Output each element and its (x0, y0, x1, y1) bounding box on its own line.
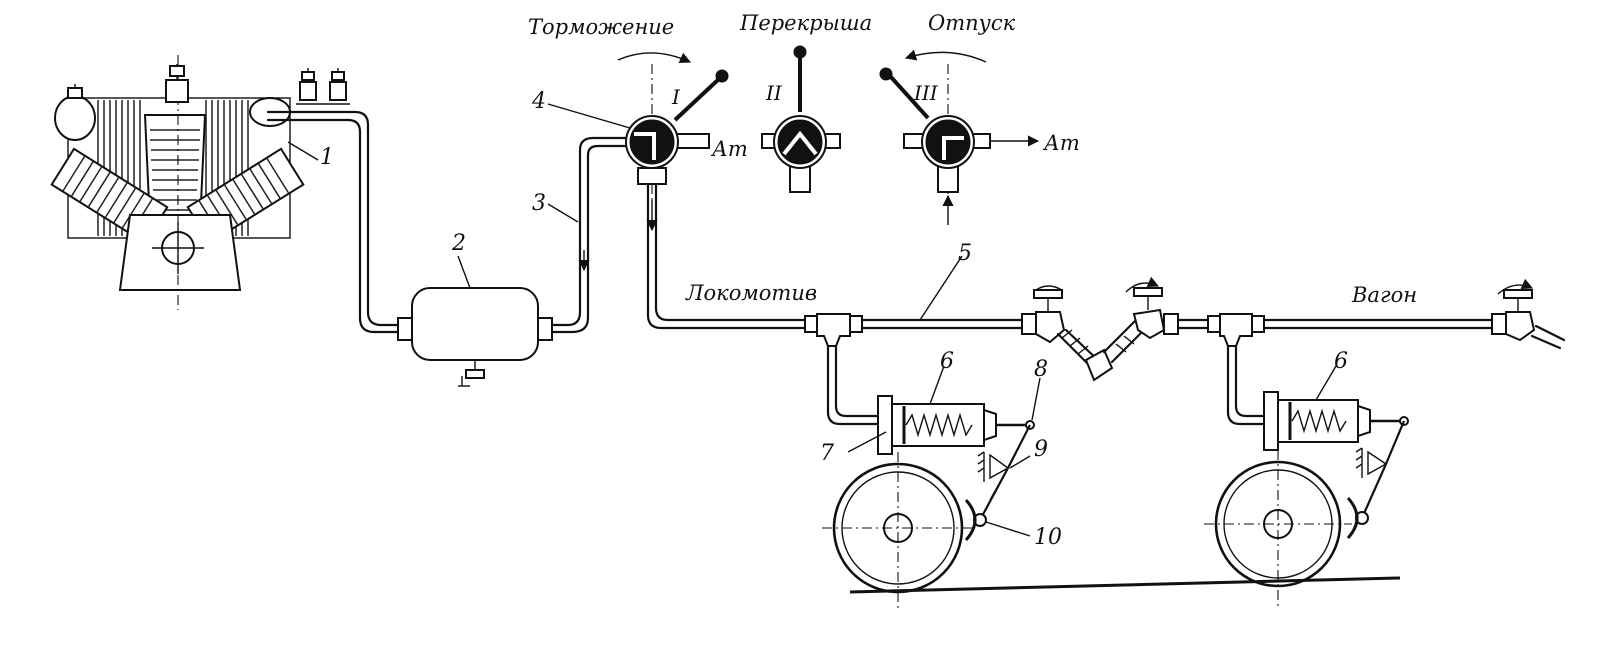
callout-1: 1 (320, 145, 334, 170)
valve-caps (296, 68, 350, 105)
atmosphere-label-release: Ат (1042, 131, 1080, 155)
car-brake-rigging (1346, 416, 1409, 540)
callout-6-car: 6 (1334, 349, 1348, 374)
pipe-reservoir-to-valve (550, 136, 627, 327)
position-one-label: I (671, 85, 681, 109)
drain-valve (465, 369, 485, 379)
section-car-label: Вагон (1351, 283, 1417, 307)
leader-lines (287, 103, 1337, 537)
car-tee (1207, 313, 1265, 347)
car-end-cock (1125, 276, 1179, 340)
locomotive-end-cock (1021, 285, 1066, 344)
mode-release-label: Отпуск (928, 11, 1016, 35)
position-two-label: II (765, 81, 783, 105)
car-brake-cylinder (1263, 391, 1404, 451)
locomotive-wheel (822, 452, 974, 610)
locomotive-brake-rigging (964, 420, 1035, 542)
callout-3: 3 (532, 191, 546, 216)
coupling-hoses (1056, 316, 1148, 382)
callout-2: 2 (451, 231, 466, 256)
rail (849, 576, 1401, 594)
mode-braking-label: Торможение (528, 15, 674, 39)
pipe-compressor-to-reservoir (266, 110, 400, 327)
callout-7: 7 (820, 441, 834, 466)
callout-6-locomotive: 6 (940, 349, 954, 374)
callout-4: 4 (531, 89, 546, 114)
section-locomotive-label: Локомотив (685, 281, 817, 305)
callout-10: 10 (1034, 525, 1062, 550)
handle-knob (715, 69, 729, 83)
callout-8: 8 (1034, 357, 1048, 382)
car-wheel (1204, 450, 1352, 606)
compressor (50, 55, 350, 310)
car-rear-end-cock (1491, 278, 1566, 350)
locomotive-branch-pipe (826, 344, 880, 426)
drivers-valve-position-one (617, 52, 729, 200)
locomotive-brake-cylinder (877, 395, 1030, 455)
left-head (54, 95, 96, 141)
drivers-valve-position-two (761, 45, 841, 193)
drivers-valve-position-three (879, 49, 1040, 225)
callout-9: 9 (1034, 437, 1048, 462)
callout-5: 5 (958, 241, 972, 266)
top-valve (165, 79, 189, 103)
car-branch-pipe (1226, 344, 1266, 426)
main-reservoir (397, 287, 553, 387)
locomotive-tee (804, 313, 863, 347)
atmosphere-label-valve: Ат (710, 137, 748, 161)
brake-pipe (646, 182, 807, 330)
position-three-label: III (913, 81, 939, 105)
mode-lap-label: Перекрыша (739, 11, 872, 35)
